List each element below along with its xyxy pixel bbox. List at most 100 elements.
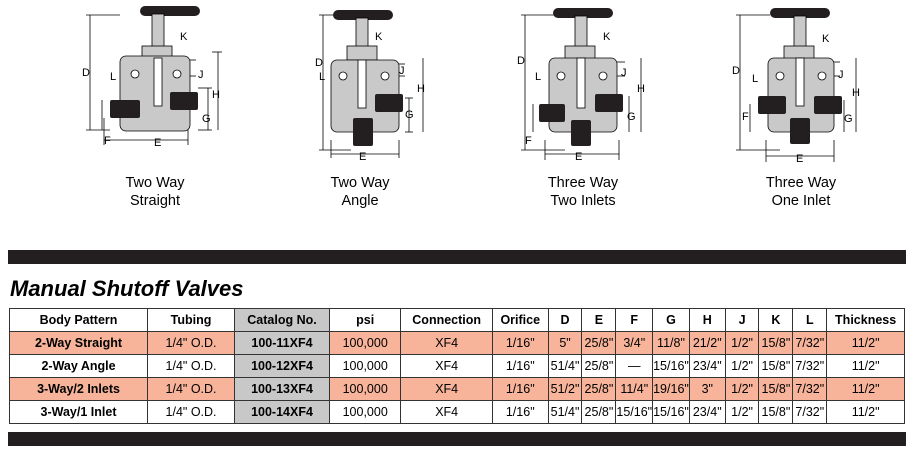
cell: 1/16" xyxy=(491,354,549,378)
cell: 2-Way Straight xyxy=(8,331,149,355)
dim-k: K xyxy=(375,31,383,43)
dim-e: E xyxy=(154,137,161,149)
diagram-label-line2: Two Inlets xyxy=(550,193,616,209)
cell: 25/8" xyxy=(581,354,617,378)
cell: 100-12XF4 xyxy=(234,354,330,378)
dim-e: E xyxy=(575,151,582,163)
dim-l: L xyxy=(535,71,541,83)
cell: 21/2" xyxy=(688,331,726,355)
diagram-label-line1: Three Way xyxy=(547,175,619,191)
table-header-row: Body Pattern Tubing Catalog No. psi Conn… xyxy=(8,308,905,332)
cell: XF4 xyxy=(400,354,493,378)
cell: 15/8" xyxy=(758,331,794,355)
cell: 11/2" xyxy=(826,400,905,424)
col-header: H xyxy=(688,308,726,332)
cell: 1/4" O.D. xyxy=(147,331,236,355)
cell: 23/4" xyxy=(688,354,726,378)
dim-k: K xyxy=(180,31,188,43)
cell: 7/32" xyxy=(792,377,828,401)
col-header: G xyxy=(652,308,690,332)
dim-d: D xyxy=(82,67,90,79)
dim-h: H xyxy=(212,89,220,101)
cell: 1/16" xyxy=(491,400,549,424)
dim-g: G xyxy=(844,113,853,125)
table-row: 3-Way/2 Inlets 1/4" O.D. 100-13XF4 100,0… xyxy=(8,377,905,401)
dim-f: F xyxy=(525,135,532,147)
cell: 1/2" xyxy=(724,354,760,378)
col-header: Catalog No. xyxy=(234,308,330,332)
dim-j: J xyxy=(198,69,204,81)
cell: 100-14XF4 xyxy=(234,400,330,424)
dim-j: J xyxy=(399,65,405,77)
cell: 3/4" xyxy=(615,331,654,355)
cell: 11/2" xyxy=(826,377,905,401)
diagram-label-line1: Two Way xyxy=(330,175,390,191)
table-row: 3-Way/1 Inlet 1/4" O.D. 100-14XF4 100,00… xyxy=(8,400,905,424)
cell: 100,000 xyxy=(328,331,402,355)
col-header: Orifice xyxy=(491,308,549,332)
cell: 100,000 xyxy=(328,354,402,378)
cell: 100-13XF4 xyxy=(234,377,330,401)
cell: 1/4" O.D. xyxy=(147,377,236,401)
cell: 51/4" xyxy=(547,400,583,424)
diagram-label-two-way-straight: Two Way Straight xyxy=(80,174,230,210)
cell: 3-Way/1 Inlet xyxy=(8,400,149,424)
cell: 1/4" O.D. xyxy=(147,400,236,424)
valve-diagram-three-way-one-inlet: D K L J H G F E xyxy=(732,8,860,165)
cell: 25/8" xyxy=(581,400,617,424)
cell: 15/16" xyxy=(652,400,690,424)
cell: 51/4" xyxy=(547,354,583,378)
col-header: F xyxy=(615,308,654,332)
cell: 19/16" xyxy=(652,377,690,401)
cell: 1/4" O.D. xyxy=(147,354,236,378)
cell: XF4 xyxy=(400,400,493,424)
divider-bar-top xyxy=(8,250,906,264)
dim-g: G xyxy=(405,109,414,121)
valve-diagram-three-way-two-inlets: D K L J H G F E xyxy=(517,8,645,163)
cell: 5" xyxy=(547,331,583,355)
col-header: L xyxy=(792,308,828,332)
dim-l: L xyxy=(752,73,758,85)
table-row: 2-Way Angle 1/4" O.D. 100-12XF4 100,000 … xyxy=(8,354,905,378)
cell: 51/2" xyxy=(547,377,583,401)
dim-k: K xyxy=(603,31,611,43)
cell: 100,000 xyxy=(328,400,402,424)
cell: 11/4" xyxy=(615,377,654,401)
col-header: Tubing xyxy=(147,308,236,332)
divider-bar-bottom xyxy=(8,432,906,446)
cell: XF4 xyxy=(400,377,493,401)
col-header: D xyxy=(547,308,583,332)
diagram-label-line2: One Inlet xyxy=(771,193,831,209)
diagram-label-line2: Straight xyxy=(130,193,180,209)
cell: 7/32" xyxy=(792,400,828,424)
col-header: J xyxy=(724,308,760,332)
table-row: 2-Way Straight 1/4" O.D. 100-11XF4 100,0… xyxy=(8,331,905,355)
cell: 1/16" xyxy=(491,331,549,355)
col-header: Connection xyxy=(400,308,493,332)
diagram-label-line1: Three Way xyxy=(765,175,837,191)
cell: 25/8" xyxy=(581,331,617,355)
dim-l: L xyxy=(110,71,116,83)
dim-e: E xyxy=(359,151,366,163)
col-header: E xyxy=(581,308,617,332)
col-header: Body Pattern xyxy=(8,308,149,332)
diagram-label-three-way-two-inlets: Three Way Two Inlets xyxy=(513,174,653,210)
dim-h: H xyxy=(637,83,645,95)
valve-spec-table: Body Pattern Tubing Catalog No. psi Conn… xyxy=(8,308,905,424)
cell: 11/2" xyxy=(826,331,905,355)
dim-j: J xyxy=(621,67,627,79)
cell: 3" xyxy=(688,377,726,401)
cell: 7/32" xyxy=(792,331,828,355)
cell: 3-Way/2 Inlets xyxy=(8,377,149,401)
cell: 100,000 xyxy=(328,377,402,401)
dim-j: J xyxy=(838,69,844,81)
cell: 15/16" xyxy=(615,400,654,424)
cell: 100-11XF4 xyxy=(234,331,330,355)
diagram-label-two-way-angle: Two Way Angle xyxy=(290,174,430,210)
cell: 1/2" xyxy=(724,400,760,424)
valve-diagram-two-way-angle: D K L J H G E xyxy=(315,10,425,163)
cell: 15/8" xyxy=(758,400,794,424)
dim-d: D xyxy=(315,57,323,69)
section-title: Manual Shutoff Valves xyxy=(10,276,244,301)
diagram-label-line2: Angle xyxy=(341,193,379,209)
